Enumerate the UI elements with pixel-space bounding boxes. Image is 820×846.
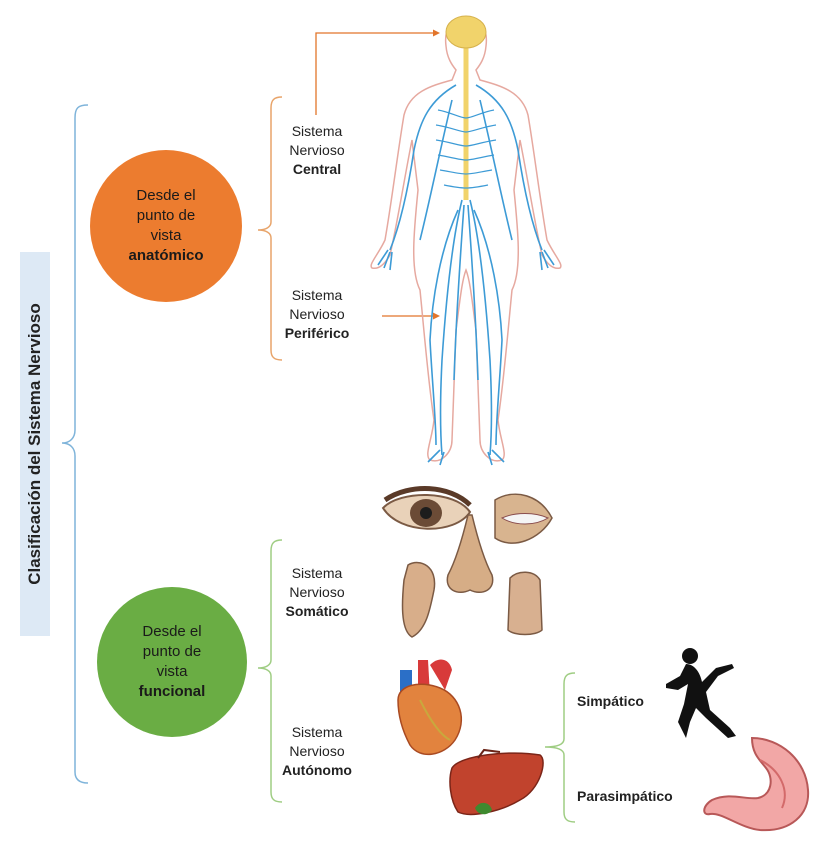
sense-organs-icons: [381, 486, 553, 638]
somatic-label: Sistema Nervioso Somático: [276, 564, 358, 621]
liver-icon: [449, 748, 544, 816]
autonomic-label: Sistema Nervioso Autónomo: [276, 723, 358, 780]
anatomical-line1: Desde el: [136, 187, 196, 204]
functional-line1: Desde el: [142, 623, 202, 640]
peripheral-line3: Periférico: [284, 325, 350, 341]
anatomical-circle: Desde el punto de vista anatómico: [90, 150, 242, 302]
functional-circle: Desde el punto de vista funcional: [97, 587, 247, 737]
anatomical-line4: anatómico: [128, 247, 204, 264]
functional-line4: funcional: [138, 683, 206, 700]
anatomical-line3: vista: [150, 227, 182, 244]
parasympathetic-label: Parasimpático: [577, 788, 673, 804]
runner-icon: [666, 648, 736, 738]
autonomic-line2: Nervioso: [289, 743, 345, 759]
central-line3: Central: [292, 161, 342, 177]
sympathetic-label: Simpático: [577, 693, 644, 709]
peripheral-line2: Nervioso: [289, 306, 345, 322]
somatic-line1: Sistema: [291, 565, 343, 581]
stomach-icon: [703, 736, 810, 832]
autonomic-line3: Autónomo: [282, 762, 352, 778]
somatic-line2: Nervioso: [289, 584, 345, 600]
functional-line2: punto de: [142, 643, 202, 660]
somatic-line3: Somático: [285, 603, 349, 619]
central-line1: Sistema: [291, 123, 343, 139]
main-title-box: Clasificación del Sistema Nervioso: [20, 252, 50, 636]
heart-icon: [397, 659, 463, 755]
central-line2: Nervioso: [289, 142, 345, 158]
functional-brace: [257, 539, 283, 803]
anatomical-line2: punto de: [136, 207, 196, 224]
main-brace: [61, 104, 89, 784]
central-arrow: [315, 29, 440, 115]
autonomic-line1: Sistema: [291, 724, 343, 740]
anatomical-brace: [257, 96, 283, 361]
peripheral-line1: Sistema: [291, 287, 343, 303]
nervous-system-figure: [370, 17, 562, 466]
functional-line3: vista: [156, 663, 188, 680]
central-label: Sistema Nervioso Central: [276, 122, 358, 179]
peripheral-label: Sistema Nervioso Periférico: [276, 286, 358, 343]
autonomic-brace: [544, 672, 576, 823]
peripheral-arrow: [382, 312, 440, 320]
brain-icon: [445, 15, 487, 49]
